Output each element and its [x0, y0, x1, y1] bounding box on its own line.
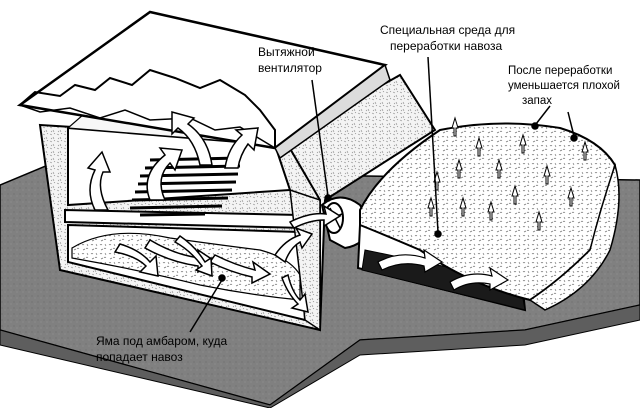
plenum-arrow-1: [377, 248, 444, 273]
leader-lines: [189, 56, 578, 333]
label-smell-line3: запах: [522, 95, 552, 107]
airflow-arrows-pit: [113, 226, 314, 314]
label-biofilter-line1: Специальная среда для: [380, 23, 515, 37]
biofilter-bed: [356, 122, 620, 312]
label-smell-line2: уменьшается плохой: [508, 80, 620, 92]
label-pit-line1: Яма под амбаром, куда: [96, 334, 227, 348]
label-pit-line2: попадает навоз: [96, 350, 183, 364]
label-fan-line2: вентилятор: [258, 61, 322, 75]
label-exhaust-fan: Вытяжной вентилятор: [258, 45, 322, 75]
label-manure-pit: Яма под амбаром, куда попадает навоз: [96, 334, 227, 364]
label-fan-line1: Вытяжной: [258, 45, 315, 59]
label-smell-line1: После переработки: [508, 65, 612, 77]
clean-air-arrows: [427, 116, 589, 231]
label-biofilter-media: Специальная среда для переработки навоза: [380, 23, 515, 53]
barn-roof: [16, 10, 391, 160]
label-biofilter-line2: переработки навоза: [390, 39, 503, 53]
fan-duct-arrow: [288, 204, 342, 229]
label-odor-reduction: После переработки уменьшается плохой зап…: [508, 65, 620, 107]
airflow-arrows-upper: [86, 111, 259, 211]
plenum-arrow-2: [449, 266, 510, 292]
